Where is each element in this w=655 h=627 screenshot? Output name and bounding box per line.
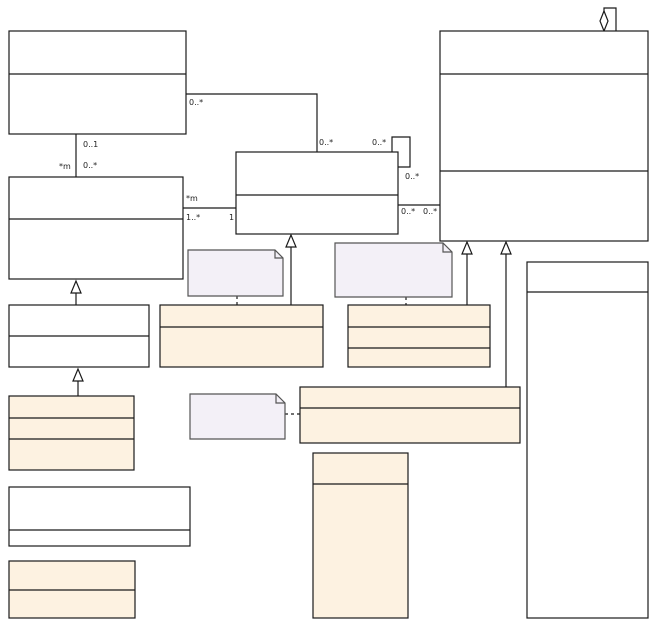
multiplicity-labels: 0..* 0..* 0..1 0..* *m *m 1..* 1 0..* 0.… xyxy=(59,98,437,222)
mult-label: 1..* xyxy=(186,213,200,222)
class-box-left[interactable] xyxy=(8,176,184,280)
class-box-right[interactable] xyxy=(439,30,649,242)
class-box-topleft[interactable] xyxy=(8,30,187,135)
triangle-icon xyxy=(461,240,473,255)
mult-label: 0..* xyxy=(319,138,333,147)
note-links xyxy=(236,296,407,415)
triangle-icon xyxy=(500,240,512,255)
assoc-topleft-center xyxy=(186,93,318,152)
mult-label: 0..* xyxy=(423,207,437,216)
mult-label: *m xyxy=(186,194,198,203)
class-box-orange-left[interactable] xyxy=(8,395,135,471)
mult-label: *m xyxy=(59,162,71,171)
highlighted-classes xyxy=(8,304,521,619)
class-box-orange-bottom[interactable] xyxy=(8,560,136,619)
note-box-2[interactable] xyxy=(334,242,453,298)
mult-label: 0..* xyxy=(401,207,415,216)
note-box-1[interactable] xyxy=(187,249,284,297)
triangle-icon xyxy=(285,233,297,248)
triangle-icon xyxy=(72,367,84,382)
notes xyxy=(187,242,453,440)
mult-label: 0..* xyxy=(83,161,97,170)
class-box-left-sub[interactable] xyxy=(8,304,150,368)
mult-label: 0..* xyxy=(372,138,386,147)
class-box-orange-wide[interactable] xyxy=(299,386,521,444)
triangle-icon xyxy=(70,279,82,294)
class-box-orange-tall[interactable] xyxy=(312,452,409,619)
class-box-bottom-left[interactable] xyxy=(8,486,191,547)
mult-label: 0..* xyxy=(189,98,203,107)
assoc-center-self xyxy=(391,136,411,168)
class-box-center[interactable] xyxy=(235,151,399,235)
class-box-tall-right[interactable] xyxy=(526,261,649,619)
mult-label: 0..1 xyxy=(83,140,98,149)
class-box-orange-right[interactable] xyxy=(347,304,491,368)
mult-label: 0..* xyxy=(405,172,419,181)
diamond-icon xyxy=(599,9,609,33)
note-box-3[interactable] xyxy=(189,393,286,440)
plain-classes xyxy=(8,30,649,619)
class-box-orange-center[interactable] xyxy=(159,304,324,368)
generalization-arrows xyxy=(70,233,512,382)
mult-label: 1 xyxy=(229,213,234,222)
